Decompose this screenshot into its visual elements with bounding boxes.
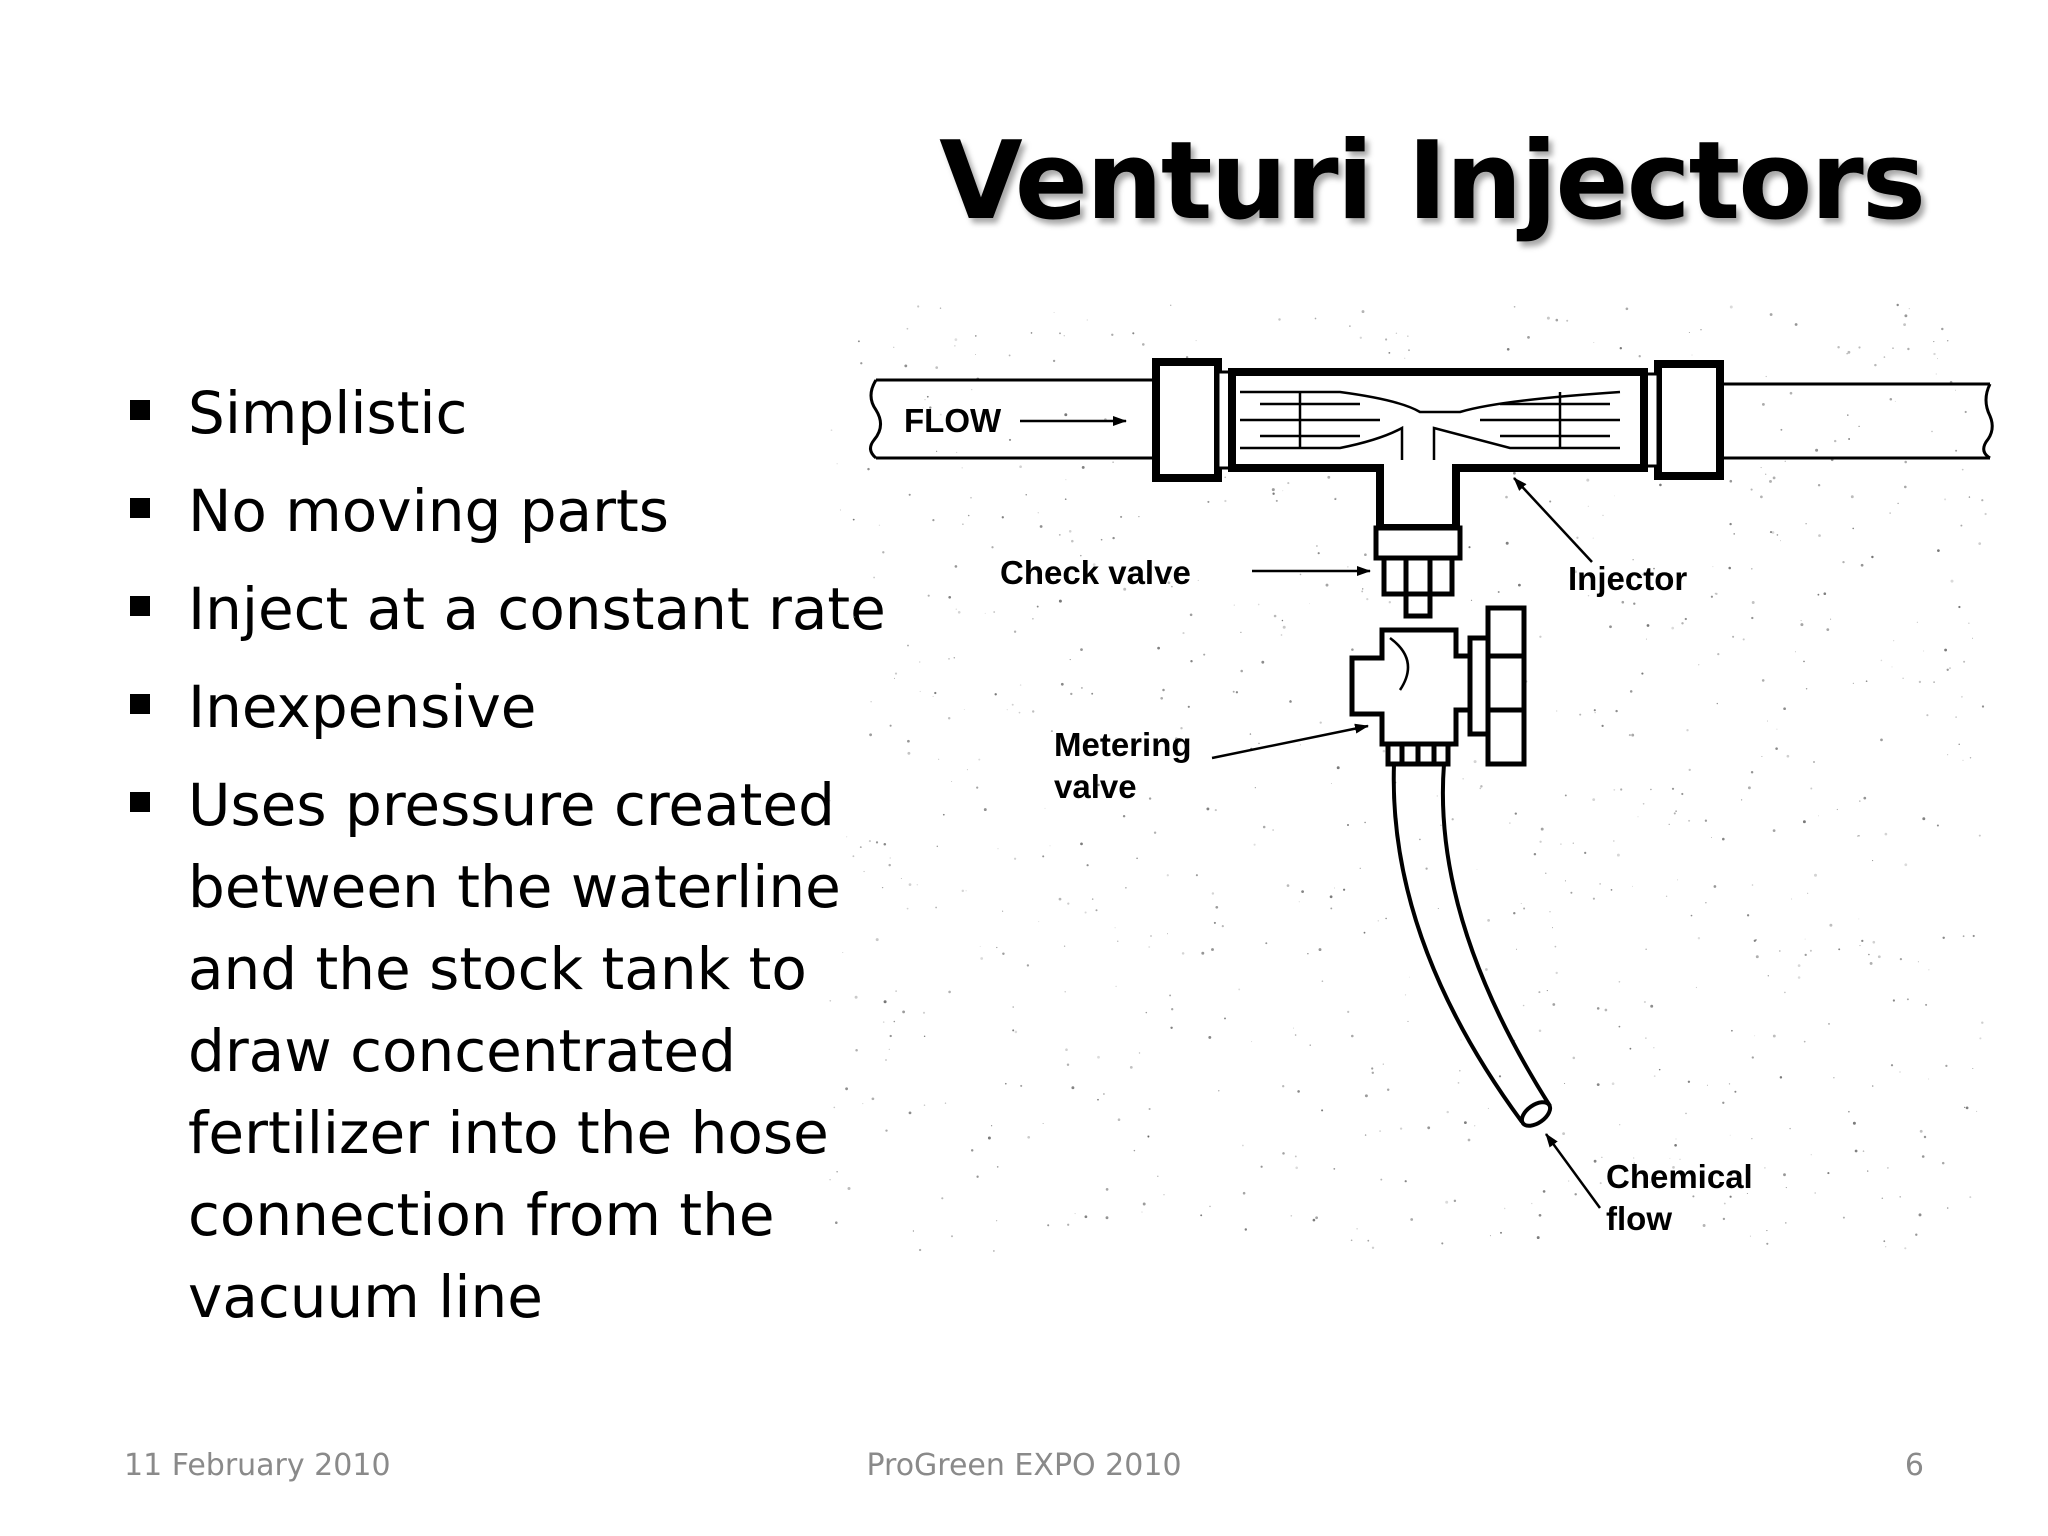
inlet-pipe [869, 378, 1156, 460]
bullet-item: Uses pressure created between the waterl… [124, 764, 964, 1338]
venturi-injector-diagram: FLOW Check valve Injector Metering valve… [829, 303, 1994, 1252]
footer-date: 11 February 2010 [124, 1448, 391, 1483]
square-bullet-icon [130, 694, 150, 714]
bullet-item: No moving parts [124, 470, 964, 552]
check-valve-label: Check valve [1000, 554, 1191, 591]
metering-valve [1349, 605, 1527, 767]
bullet-item: Inject at a constant rate [124, 568, 964, 650]
label-arrows [1020, 416, 1602, 1209]
bullet-item: Simplistic [124, 372, 964, 454]
bullet-text: Inject at a constant rate [188, 575, 886, 643]
chemical-hose [1391, 763, 1553, 1128]
speckle-texture [829, 303, 1987, 1252]
flow-label: FLOW [904, 402, 1002, 439]
square-bullet-icon [130, 596, 150, 616]
bullet-text: Simplistic [188, 379, 468, 447]
chemical-flow-label-line2: flow [1606, 1200, 1672, 1237]
bullet-list: Simplistic No moving parts Inject at a c… [124, 372, 964, 1354]
chemical-flow-label-line1: Chemical [1606, 1158, 1753, 1195]
bullet-item: Inexpensive [124, 666, 964, 748]
bullet-text: Uses pressure created between the waterl… [188, 771, 841, 1331]
outlet-pipe [1720, 382, 1994, 460]
metering-valve-label-line2: valve [1054, 768, 1137, 805]
square-bullet-icon [130, 400, 150, 420]
check-valve [1373, 525, 1463, 619]
bullet-text: Inexpensive [188, 673, 537, 741]
square-bullet-icon [130, 792, 150, 812]
metering-valve-label-line1: Metering [1054, 726, 1192, 763]
square-bullet-icon [130, 498, 150, 518]
slide-number: 6 [1904, 1448, 1924, 1483]
injector-label: Injector [1568, 560, 1687, 597]
left-coupling [1152, 358, 1234, 482]
injector-body [1228, 368, 1648, 532]
right-coupling [1642, 360, 1724, 480]
bullet-text: No moving parts [188, 477, 669, 545]
slide-title: Venturi Injectors [939, 119, 1926, 244]
footer-event-name: ProGreen EXPO 2010 [866, 1448, 1182, 1483]
